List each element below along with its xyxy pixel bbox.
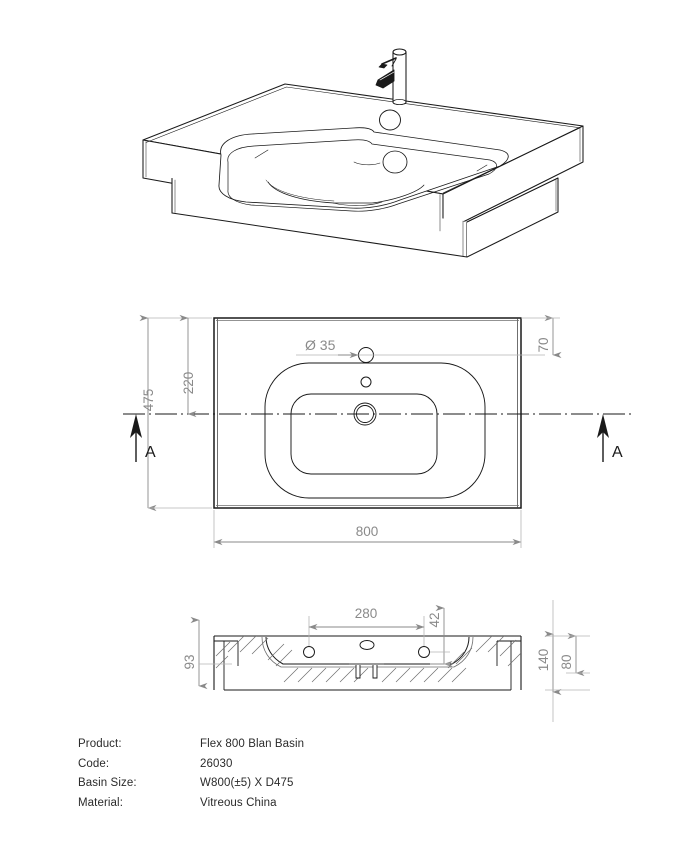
- spec-value-product: Flex 800 Blan Basin: [200, 738, 305, 750]
- dim-skirt-height: 80: [559, 654, 574, 669]
- plan-view: [123, 314, 632, 548]
- spec-value-material: Vitreous China: [200, 796, 277, 809]
- isometric-view: [142, 48, 584, 258]
- dim-bowl-depth: 93: [182, 654, 197, 669]
- dim-taphole-offset: 42: [427, 612, 442, 627]
- section-mark-left: [130, 414, 142, 462]
- spec-row-product: Product: Flex 800 Blan Basin: [78, 738, 498, 758]
- section-view: [190, 600, 590, 722]
- dim-taphole-spacing: 280: [355, 606, 378, 621]
- dim-width-overall: 800: [356, 524, 379, 539]
- spec-label-code: Code:: [78, 757, 110, 770]
- spec-value-code: 26030: [200, 757, 233, 770]
- dim-overall-height: 140: [536, 649, 551, 672]
- dim-back-to-taphole: 70: [536, 337, 551, 352]
- spec-row-basin-size: Basin Size: W800(±5) X D475: [78, 777, 498, 797]
- spec-row-material: Material: Vitreous China: [78, 797, 498, 817]
- spec-label-material: Material:: [78, 796, 123, 809]
- spec-label-product: Product:: [78, 738, 122, 750]
- section-label-left: A: [145, 444, 156, 461]
- specification-table: Product: Flex 800 Blan Basin Code: 26030…: [78, 738, 498, 816]
- mixer-tap-icon: [375, 48, 407, 106]
- spec-row-code: Code: 26030: [78, 758, 498, 778]
- dim-depth-overall: 475: [141, 389, 156, 412]
- section-mark-right: [597, 414, 609, 462]
- spec-value-basin-size: W800(±5) X D475: [200, 777, 294, 789]
- section-label-right: A: [612, 444, 623, 461]
- spec-label-basin-size: Basin Size:: [78, 777, 137, 789]
- dim-depth-centerline: 220: [181, 372, 196, 395]
- dim-taphole-diameter: Ø 35: [305, 337, 336, 353]
